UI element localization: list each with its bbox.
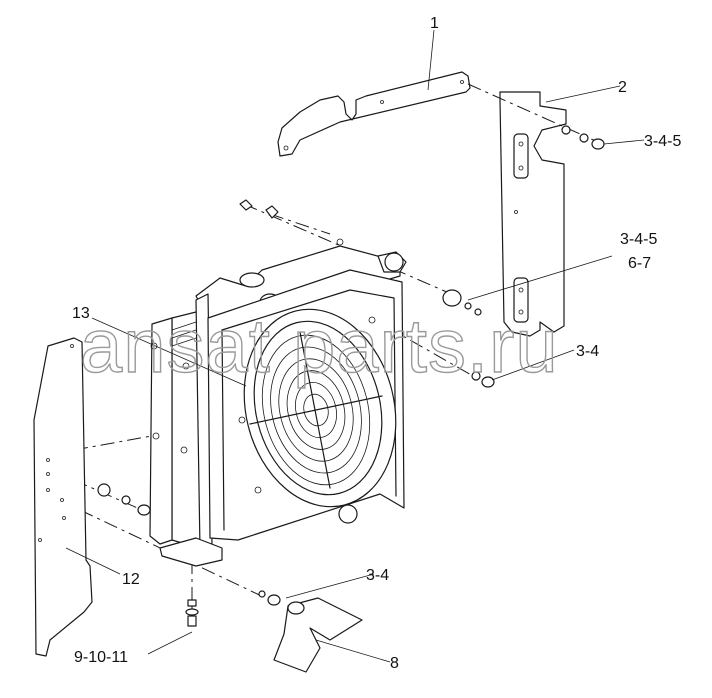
fan-grille <box>249 331 383 489</box>
side-panel-part-12 <box>33 337 93 657</box>
fasteners-middle <box>442 289 495 388</box>
label-part-3-4-5-mid: 3-4-5 <box>620 231 657 248</box>
bracket-part-1 <box>277 71 471 157</box>
drain-plug-9-10-11 <box>185 599 199 627</box>
radiator-fins <box>171 321 197 347</box>
label-part-9-10-11: 9-10-11 <box>74 649 128 666</box>
label-part-3-4-bottom: 3-4 <box>366 567 389 584</box>
label-part-12: 12 <box>122 571 140 588</box>
watermark: ansat parts.ru <box>80 304 559 389</box>
cover-part-8 <box>273 597 363 673</box>
label-part-3-4-5-top: 3-4-5 <box>644 133 681 150</box>
fasteners-top <box>561 125 605 150</box>
fasteners-bottom <box>258 590 281 606</box>
label-part-2: 2 <box>618 79 627 96</box>
side-plate-part-2 <box>499 91 567 337</box>
label-part-3-4-right: 3-4 <box>576 343 599 360</box>
label-part-8: 8 <box>390 655 399 672</box>
part-labels: 1 2 3-4-5 3-4-5 6-7 3-4 13 12 3-4 9-10-1… <box>72 15 681 672</box>
fasteners-left <box>97 483 151 516</box>
leader-lines <box>65 29 645 663</box>
label-part-13: 13 <box>72 305 90 322</box>
label-part-1: 1 <box>430 15 439 32</box>
fasteners-upper-left <box>239 199 279 219</box>
radiator-assembly <box>149 238 407 567</box>
label-part-6-7: 6-7 <box>628 255 651 272</box>
